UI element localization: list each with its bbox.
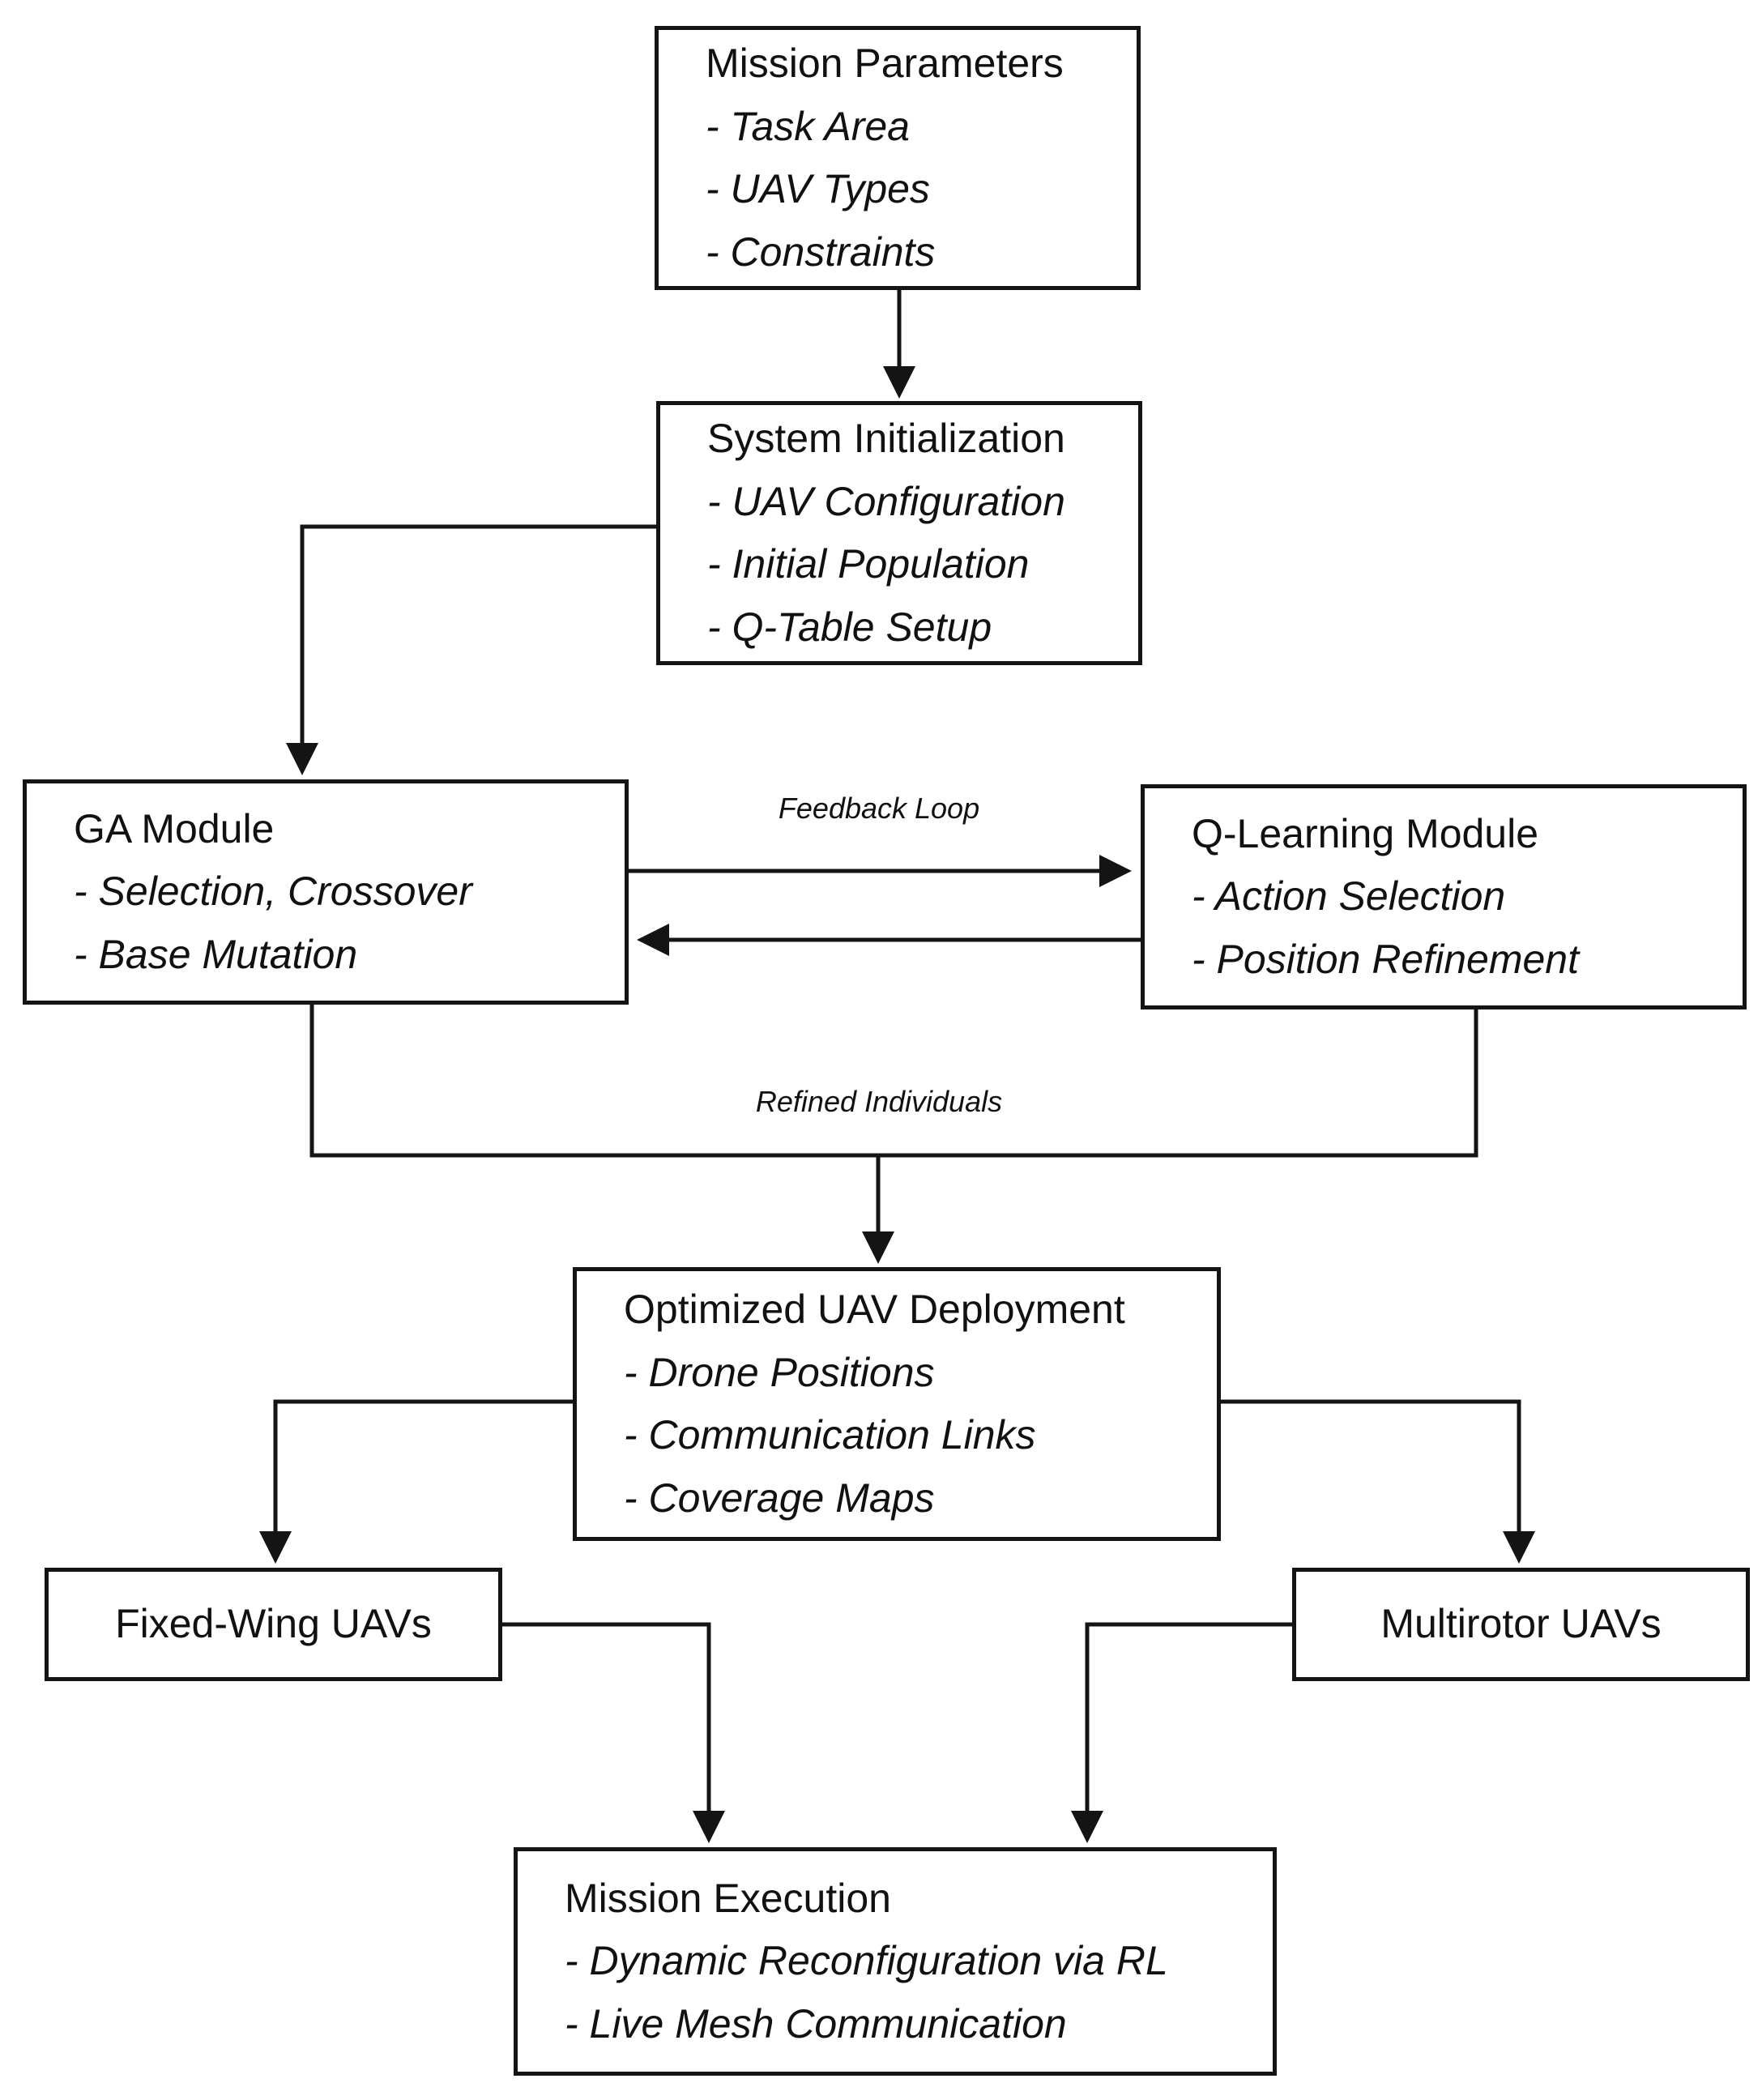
node-q-learning-module: Q-Learning Module - Action Selection - P… — [1141, 784, 1747, 1009]
node-title: Fixed-Wing UAVs — [115, 1601, 432, 1647]
node-title: System Initialization — [707, 416, 1065, 461]
edge-deployment-to-fixedwing — [259, 1399, 573, 1564]
node-bullet: - Selection, Crossover — [74, 869, 472, 915]
node-bullet: - Task Area — [706, 103, 910, 149]
node-bullet: - Q-Table Setup — [707, 604, 992, 650]
node-bullet: - UAV Configuration — [707, 478, 1065, 524]
node-bullet: - Position Refinement — [1192, 936, 1580, 982]
node-bullet: - Drone Positions — [624, 1349, 935, 1395]
node-fixed-wing-uavs: Fixed-Wing UAVs — [45, 1568, 502, 1681]
edge-multirotor-to-execution — [1071, 1622, 1292, 1843]
node-mission-execution: Mission Execution - Dynamic Reconfigurat… — [514, 1847, 1277, 2076]
node-multirotor-uavs: Multirotor UAVs — [1292, 1568, 1750, 1681]
node-bullet: - UAV Types — [706, 166, 930, 211]
node-title: Mission Parameters — [706, 41, 1064, 86]
node-bullet: - Initial Population — [707, 541, 1030, 587]
node-mission-parameters: Mission Parameters - Task Area - UAV Typ… — [655, 26, 1141, 290]
edge-merge-refined-individuals — [309, 1005, 1478, 1158]
node-title: Multirotor UAVs — [1380, 1601, 1662, 1647]
node-bullet: - Dynamic Reconfiguration via RL — [565, 1938, 1168, 1984]
node-title: Mission Execution — [565, 1875, 891, 1921]
node-bullet: - Communication Links — [624, 1412, 1036, 1458]
node-bullet: - Base Mutation — [74, 931, 358, 977]
node-title: GA Module — [74, 805, 275, 852]
node-bullet: - Live Mesh Communication — [565, 2000, 1067, 2047]
edge-deployment-to-multirotor — [1221, 1399, 1535, 1564]
node-bullet: - Coverage Maps — [624, 1475, 935, 1521]
node-optimized-uav-deployment: Optimized UAV Deployment - Drone Positio… — [573, 1267, 1221, 1541]
node-bullet: - Action Selection — [1192, 873, 1506, 920]
node-bullet: - Constraints — [706, 228, 936, 275]
edge-label-refined-individuals: Refined Individuals — [749, 1085, 1009, 1119]
edge-initialization-to-ga — [286, 524, 656, 775]
edge-label-feedback-loop: Feedback Loop — [771, 792, 987, 826]
node-title: Q-Learning Module — [1192, 810, 1539, 856]
node-system-initialization: System Initialization - UAV Configuratio… — [656, 401, 1142, 665]
edge-fixedwing-to-execution — [502, 1622, 725, 1843]
node-title: Optimized UAV Deployment — [624, 1287, 1125, 1332]
node-ga-module: GA Module - Selection, Crossover - Base … — [23, 779, 629, 1005]
